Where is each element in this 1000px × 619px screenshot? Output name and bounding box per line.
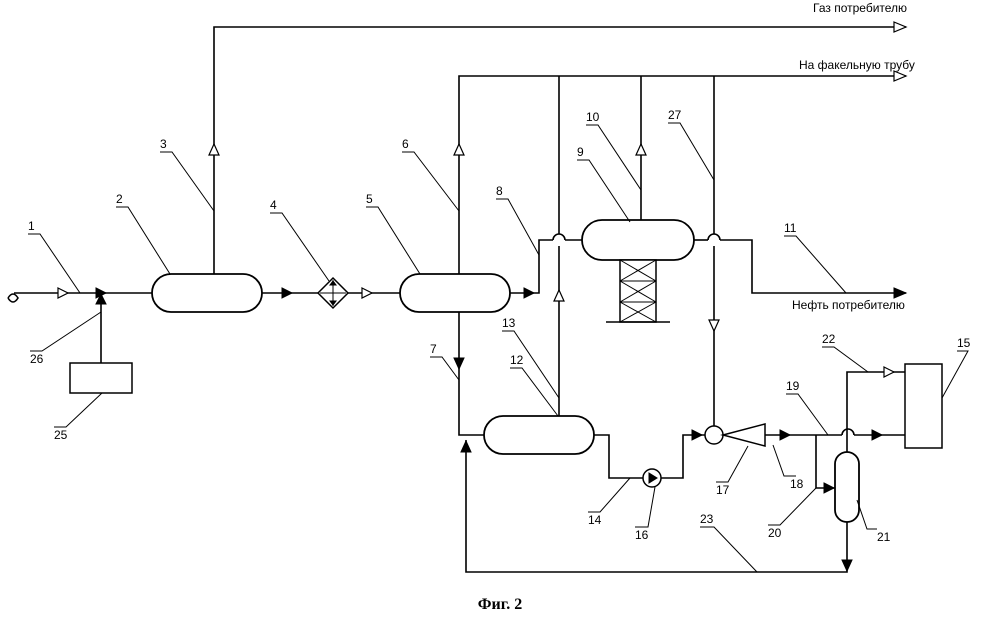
gas-consumer-label: Газ потребителю: [813, 1, 907, 15]
heat-exchanger-4: [318, 278, 348, 308]
ref-15: 15: [957, 336, 971, 350]
ref-4: 4: [270, 198, 277, 212]
ref-17: 17: [716, 483, 730, 497]
figure-caption: Фиг. 2: [478, 596, 522, 613]
ref-22: 22: [822, 332, 836, 346]
ref-14: 14: [588, 513, 602, 527]
water-line-14: [594, 435, 643, 478]
ref-11: 11: [784, 221, 797, 235]
ref-12: 12: [510, 353, 524, 367]
oil-line-11: [694, 240, 906, 298]
reagent-unit-25: [70, 363, 132, 393]
pump-16: [643, 469, 661, 487]
ref-21: 21: [877, 530, 891, 544]
ref-16: 16: [635, 528, 649, 542]
separator-12: [484, 416, 594, 454]
ref-1: 1: [28, 219, 35, 233]
separator-5: [400, 274, 510, 312]
oil-consumer-label: Нефть потребителю: [792, 298, 905, 312]
ref-7: 7: [430, 342, 437, 356]
settler-9: [582, 220, 694, 260]
ref-20: 20: [768, 526, 782, 540]
line-20: [816, 435, 835, 493]
gas-line-13: [554, 76, 564, 416]
ref-5: 5: [366, 192, 373, 206]
oil-line-8: [510, 234, 582, 298]
ref-23: 23: [700, 512, 714, 526]
ref-6: 6: [402, 137, 409, 151]
ref-3: 3: [160, 137, 167, 151]
ref-25: 25: [54, 428, 68, 442]
ref-10: 10: [586, 110, 600, 124]
ref-18: 18: [790, 477, 804, 491]
line-27: [708, 76, 720, 427]
ejector-17: [705, 424, 765, 446]
pump-discharge-line: [661, 430, 705, 478]
recycle-line-23: [461, 440, 852, 572]
injection-line-26: [96, 293, 106, 363]
line-19: [765, 429, 905, 440]
ref-13: 13: [502, 316, 516, 330]
ref-27: 27: [668, 108, 682, 122]
ref-2: 2: [116, 192, 123, 206]
line-22: [847, 367, 905, 452]
separator-2: [152, 274, 262, 312]
ref-9: 9: [577, 145, 584, 159]
ref-19: 19: [786, 379, 800, 393]
heater-block: [606, 260, 670, 322]
inlet-pipe-1: [8, 288, 152, 302]
ref-8: 8: [496, 184, 503, 198]
separator-21: [835, 452, 859, 522]
ref-26: 26: [30, 352, 44, 366]
pipe-2-4: [262, 288, 318, 298]
pipe-4-5: [348, 288, 400, 298]
liquid-line-7: [454, 312, 484, 435]
gas-line-10: [636, 76, 646, 220]
flare-label: На факельную трубу: [799, 58, 915, 72]
unit-15: [905, 364, 942, 448]
